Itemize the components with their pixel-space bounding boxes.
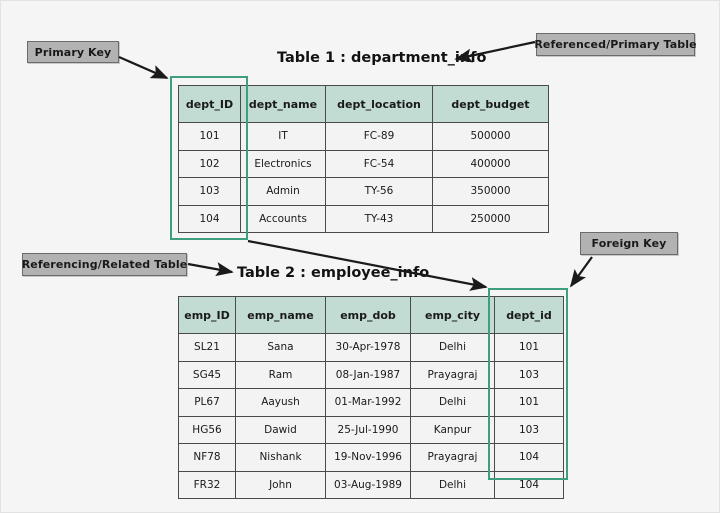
cell-emp-id: SG45 — [178, 360, 236, 389]
column-header-dept-name: dept_name — [240, 85, 326, 123]
cell-emp-name: Nishank — [235, 443, 326, 472]
callout-foreign-key: Foreign Key — [580, 232, 678, 255]
column-header-emp-id: emp_ID — [178, 296, 236, 334]
cell-dept-id: 103 — [494, 360, 564, 389]
cell-dept-id: 101 — [494, 333, 564, 362]
cell-dept-location: TY-56 — [325, 177, 433, 206]
cell-emp-dob: 08-Jan-1987 — [325, 360, 411, 389]
cell-dept-location: TY-43 — [325, 204, 433, 233]
department-info-table: dept_ID dept_name dept_location dept_bud… — [178, 85, 549, 233]
cell-dept-name: Accounts — [240, 204, 326, 233]
cell-emp-city: Prayagraj — [410, 360, 495, 389]
cell-dept-location: FC-89 — [325, 122, 433, 151]
cell-emp-id: SL21 — [178, 333, 236, 362]
cell-dept-budget: 350000 — [432, 177, 549, 206]
table-row: 102 Electronics FC-54 400000 — [178, 149, 549, 178]
column-header-dept-budget: dept_budget — [432, 85, 549, 123]
cell-dept-id: 101 — [494, 388, 564, 417]
table-row: 103 Admin TY-56 350000 — [178, 177, 549, 206]
table-row: NF78 Nishank 19-Nov-1996 Prayagraj 104 — [178, 443, 564, 472]
employee-info-table: emp_ID emp_name emp_dob emp_city dept_id… — [178, 296, 564, 499]
cell-emp-id: HG56 — [178, 415, 236, 444]
table1-title: Table 1 : department_info — [277, 50, 487, 66]
cell-emp-name: Dawid — [235, 415, 326, 444]
cell-dept-budget: 500000 — [432, 122, 549, 151]
cell-dept-name: Admin — [240, 177, 326, 206]
column-header-dept-id: dept_id — [494, 296, 564, 334]
callout-referenced-table: Referenced/Primary Table — [534, 33, 697, 56]
cell-emp-id: NF78 — [178, 443, 236, 472]
cell-dept-id: 104 — [494, 470, 564, 499]
arrow-primary-key — [118, 55, 169, 80]
cell-emp-id: FR32 — [178, 470, 236, 499]
cell-dept-id: 103 — [494, 415, 564, 444]
cell-emp-city: Delhi — [410, 388, 495, 417]
callout-primary-key: Primary Key — [27, 41, 119, 63]
cell-emp-name: Sana — [235, 333, 326, 362]
column-header-dept-location: dept_location — [325, 85, 433, 123]
cell-dept-id: 104 — [494, 443, 564, 472]
table-header-row: emp_ID emp_name emp_dob emp_city dept_id — [178, 296, 564, 334]
cell-emp-name: John — [235, 470, 326, 499]
column-header-emp-name: emp_name — [235, 296, 326, 334]
table-row: 101 IT FC-89 500000 — [178, 122, 549, 151]
cell-emp-dob: 03-Aug-1989 — [325, 470, 411, 499]
cell-emp-city: Delhi — [410, 333, 495, 362]
cell-dept-name: Electronics — [240, 149, 326, 178]
table2-title: Table 2 : employee_info — [237, 265, 430, 281]
table-row: SG45 Ram 08-Jan-1987 Prayagraj 103 — [178, 360, 564, 389]
column-header-dept-id: dept_ID — [178, 85, 241, 123]
cell-dept-budget: 250000 — [432, 204, 549, 233]
table-row: SL21 Sana 30-Apr-1978 Delhi 101 — [178, 333, 564, 362]
cell-dept-name: IT — [240, 122, 326, 151]
cell-emp-id: PL67 — [178, 388, 236, 417]
table-row: PL67 Aayush 01-Mar-1992 Delhi 101 — [178, 388, 564, 417]
arrow-referencing-table — [187, 262, 234, 277]
cell-emp-name: Ram — [235, 360, 326, 389]
cell-dept-budget: 400000 — [432, 149, 549, 178]
cell-emp-dob: 01-Mar-1992 — [325, 388, 411, 417]
cell-emp-dob: 19-Nov-1996 — [325, 443, 411, 472]
cell-dept-id: 104 — [178, 204, 241, 233]
table-row: HG56 Dawid 25-Jul-1990 Kanpur 103 — [178, 415, 564, 444]
cell-emp-name: Aayush — [235, 388, 326, 417]
cell-dept-location: FC-54 — [325, 149, 433, 178]
arrow-foreign-key — [569, 256, 593, 288]
table-header-row: dept_ID dept_name dept_location dept_bud… — [178, 85, 549, 123]
cell-dept-id: 101 — [178, 122, 241, 151]
table-row: 104 Accounts TY-43 250000 — [178, 204, 549, 233]
cell-dept-id: 103 — [178, 177, 241, 206]
cell-emp-city: Kanpur — [410, 415, 495, 444]
cell-emp-city: Prayagraj — [410, 443, 495, 472]
table-row: FR32 John 03-Aug-1989 Delhi 104 — [178, 470, 564, 499]
column-header-emp-city: emp_city — [410, 296, 495, 334]
cell-emp-dob: 30-Apr-1978 — [325, 333, 411, 362]
cell-dept-id: 102 — [178, 149, 241, 178]
cell-emp-dob: 25-Jul-1990 — [325, 415, 411, 444]
cell-emp-city: Delhi — [410, 470, 495, 499]
callout-referencing-table: Referencing/Related Table — [22, 253, 187, 276]
column-header-emp-dob: emp_dob — [325, 296, 411, 334]
